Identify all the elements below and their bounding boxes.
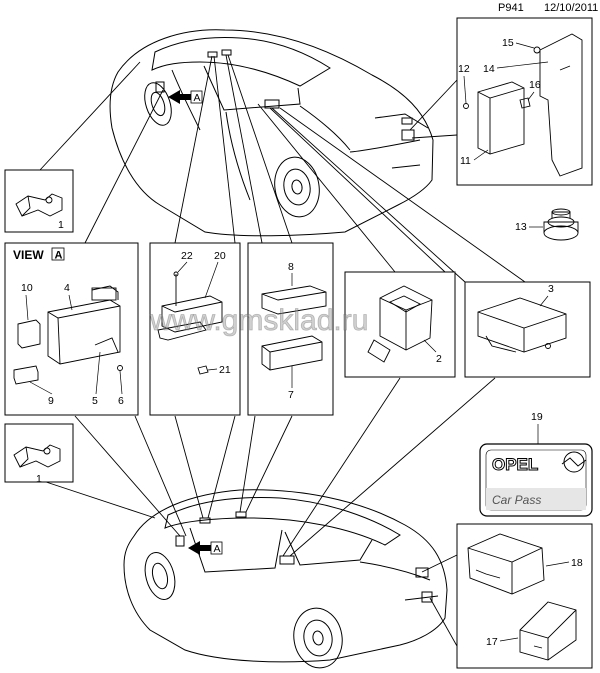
box-part-1-lower: 1 <box>4 423 74 485</box>
page-date: 12/10/2011 <box>544 2 598 14</box>
callout-15: 15 <box>502 37 514 49</box>
box-parts-20-22: 22 20 21 <box>149 242 241 416</box>
callout-9: 9 <box>48 395 54 407</box>
callout-11: 11 <box>460 155 471 167</box>
callout-4: 4 <box>64 282 70 294</box>
callout-16: 16 <box>529 79 541 91</box>
watermark-text: www.gmsklad.ru <box>149 304 368 337</box>
part-13: 13 <box>515 208 579 241</box>
callout-21: 21 <box>219 364 231 376</box>
view-arrow-upper: A <box>168 90 203 104</box>
box-part-2: 2 <box>344 271 456 378</box>
callout-18: 18 <box>571 557 583 569</box>
leader-lines <box>39 54 526 656</box>
callout-17: 17 <box>486 636 498 648</box>
view-arrow-lower: A <box>188 541 223 555</box>
callout-7: 7 <box>288 389 294 401</box>
sedan-illustration <box>109 29 434 237</box>
view-arrow-letter-upper: A <box>194 92 201 104</box>
view-label-letter: A <box>55 250 63 262</box>
card-brand: OPEL <box>492 455 538 474</box>
callout-14: 14 <box>483 63 495 75</box>
card-text: Car Pass <box>492 493 541 507</box>
callout-10: 10 <box>21 282 33 294</box>
view-label: VIEW <box>13 248 44 262</box>
box-parts-17-18: 18 17 <box>456 523 593 669</box>
view-arrow-letter-lower: A <box>214 543 221 555</box>
box-part-3: 3 <box>464 281 591 378</box>
page-code: P941 <box>498 2 524 14</box>
wagon-illustration <box>123 489 448 669</box>
box-part-1-upper: 1 <box>4 169 74 233</box>
callout-19: 19 <box>531 411 543 423</box>
callout-3: 3 <box>548 283 554 295</box>
callout-1-upper: 1 <box>58 219 64 231</box>
callout-13: 13 <box>515 221 527 233</box>
callout-6: 6 <box>118 395 124 407</box>
box-view-a: VIEW A 10 4 9 5 6 <box>4 242 139 416</box>
callout-22: 22 <box>181 250 193 262</box>
box-parts-7-8: 8 7 <box>247 242 334 416</box>
callout-8: 8 <box>288 261 294 273</box>
box-parts-11-16: 15 14 12 16 11 <box>456 17 593 186</box>
callout-20: 20 <box>214 250 226 262</box>
callout-2: 2 <box>436 353 442 365</box>
callout-12: 12 <box>458 63 470 75</box>
callout-1-lower: 1 <box>36 473 42 485</box>
callout-5: 5 <box>92 395 98 407</box>
part-19-car-pass: 19 OPEL Car Pass <box>479 411 593 517</box>
